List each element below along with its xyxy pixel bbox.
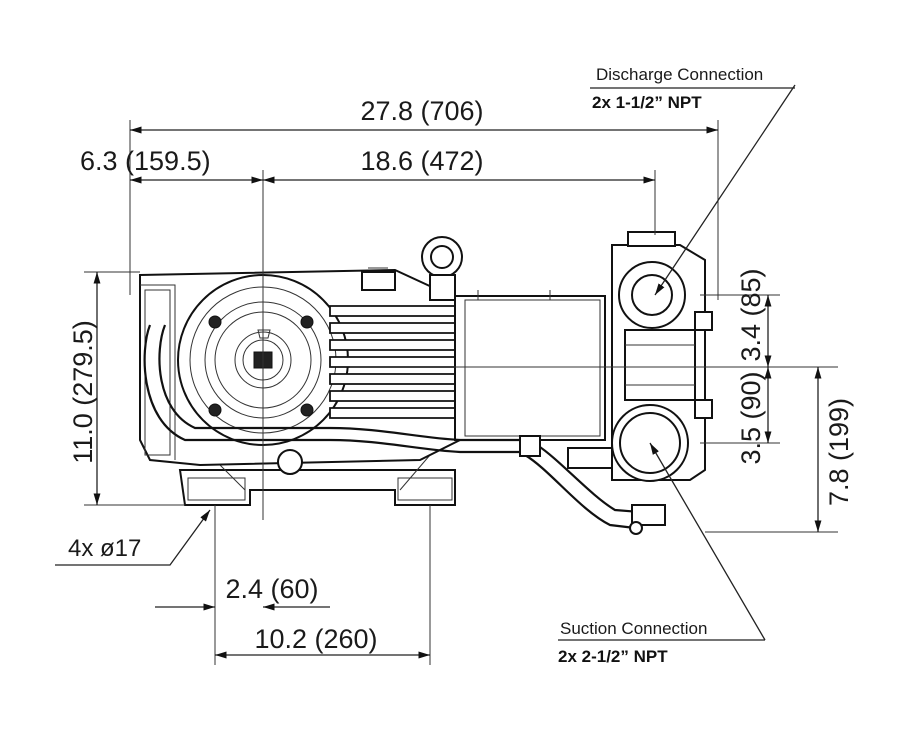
discharge-callout: Discharge Connection 2x 1-1/2” NPT [592, 65, 763, 112]
suction-height-label: 7.8 (199) [824, 398, 854, 506]
pump-illustration [139, 231, 713, 535]
foot-spacing-large-label: 10.2 (260) [254, 624, 377, 654]
discharge-callout-title: Discharge Connection [596, 65, 763, 84]
suction-offset-label: 3.5 (90) [736, 371, 766, 464]
foot-spacing-small-label: 2.4 (60) [225, 574, 318, 604]
discharge-offset-label: 3.4 (85) [736, 268, 766, 361]
overall-height-label: 11.0 (279.5) [68, 320, 98, 464]
shaft-to-outlet-label: 18.6 (472) [360, 146, 483, 176]
mounting-holes-label: 4x ø17 [68, 535, 141, 562]
dimension-lines [55, 84, 822, 659]
suction-callout-title: Suction Connection [560, 619, 707, 638]
overall-length-label: 27.8 (706) [360, 96, 483, 126]
dimension-labels: 27.8 (706) 6.3 (159.5) 18.6 (472) 11.0 (… [68, 96, 854, 654]
rear-offset-label: 6.3 (159.5) [80, 146, 211, 176]
extension-lines [84, 120, 838, 665]
suction-callout: Suction Connection 2x 2-1/2” NPT [558, 619, 707, 666]
suction-callout-spec: 2x 2-1/2” NPT [558, 647, 668, 666]
discharge-callout-spec: 2x 1-1/2” NPT [592, 93, 702, 112]
